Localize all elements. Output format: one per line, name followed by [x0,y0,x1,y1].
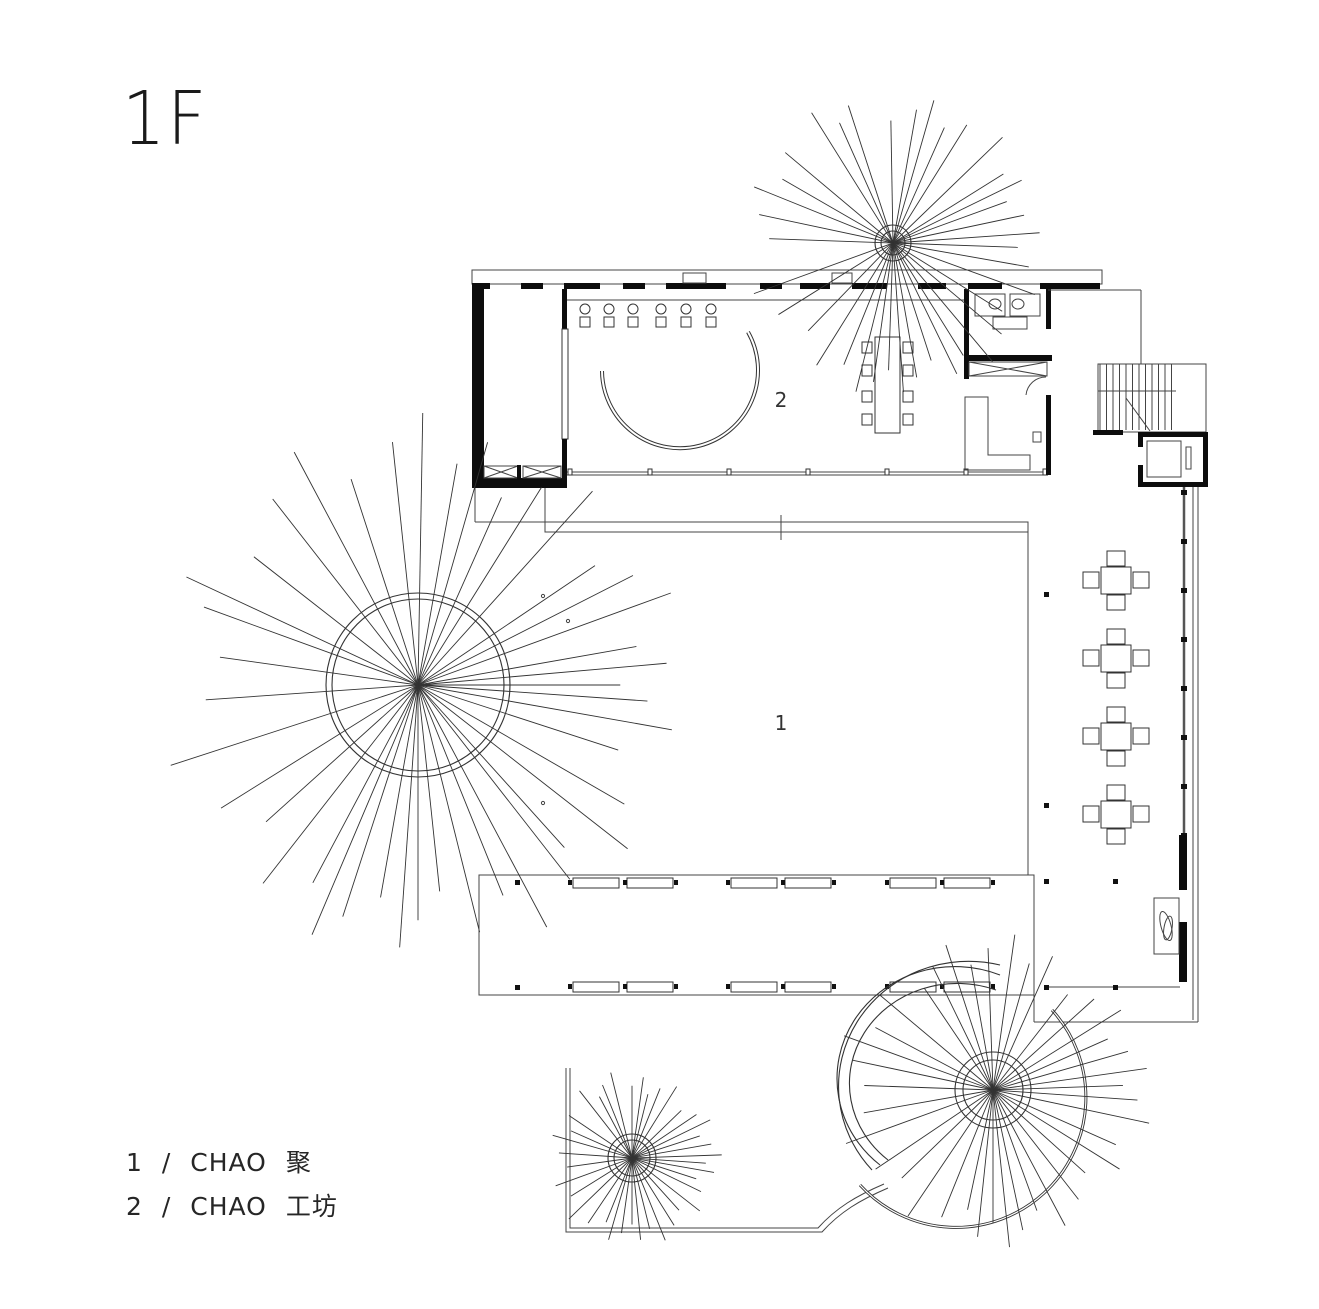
west-wall [472,283,484,488]
sliding-door [561,328,569,440]
legend-number: 2 [126,1192,143,1221]
floor-title: 1F [122,76,209,162]
roof-edge [471,269,1103,285]
workshop-building [471,269,1103,488]
legend-cn: 聚 [285,1148,312,1177]
trees [170,100,1150,1248]
legend-separator: / [161,1148,172,1177]
stair-core [1048,289,1208,487]
legend-cn: 工坊 [285,1192,338,1221]
legend-separator: / [161,1192,172,1221]
elevator [1146,440,1182,478]
legend-name: CHAO [190,1192,267,1221]
legend-item-1: 1 / CHAO 聚 [126,1150,348,1194]
legend-number: 1 [126,1148,143,1177]
long-table [874,336,901,434]
courtyard [474,487,1199,1233]
tree-north [753,100,1040,393]
legend-name: CHAO [190,1148,267,1177]
tree-west-large [170,413,672,948]
tree-south-west [552,1072,722,1241]
tree-south-east [843,934,1150,1248]
room-label-1: 1 [775,711,788,735]
room-label-2: 2 [775,388,788,412]
legend: 1 / CHAO 聚 2 / CHAO 工坊 [126,1150,348,1238]
legend-item-2: 2 / CHAO 工坊 [126,1194,348,1238]
